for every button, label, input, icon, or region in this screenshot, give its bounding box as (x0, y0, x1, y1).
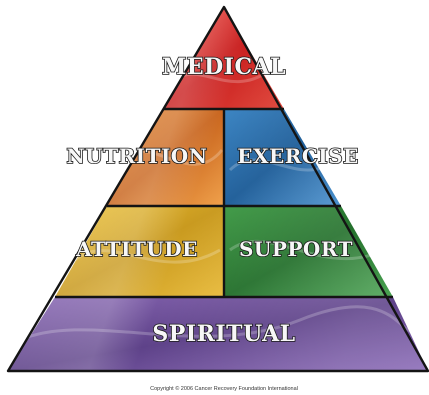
label-spiritual: Spiritual (152, 321, 295, 347)
pyramid-sheen (8, 7, 428, 371)
label-support: Support (239, 237, 353, 261)
label-attitude: Attitude (75, 237, 198, 261)
pyramid-outline (6, 5, 429, 373)
label-nutrition: Nutrition (66, 144, 207, 168)
label-exercise: Exercise (237, 144, 359, 168)
label-medical: Medical (162, 54, 286, 80)
copyright-text: Copyright © 2006 Cancer Recovery Foundat… (150, 385, 298, 392)
